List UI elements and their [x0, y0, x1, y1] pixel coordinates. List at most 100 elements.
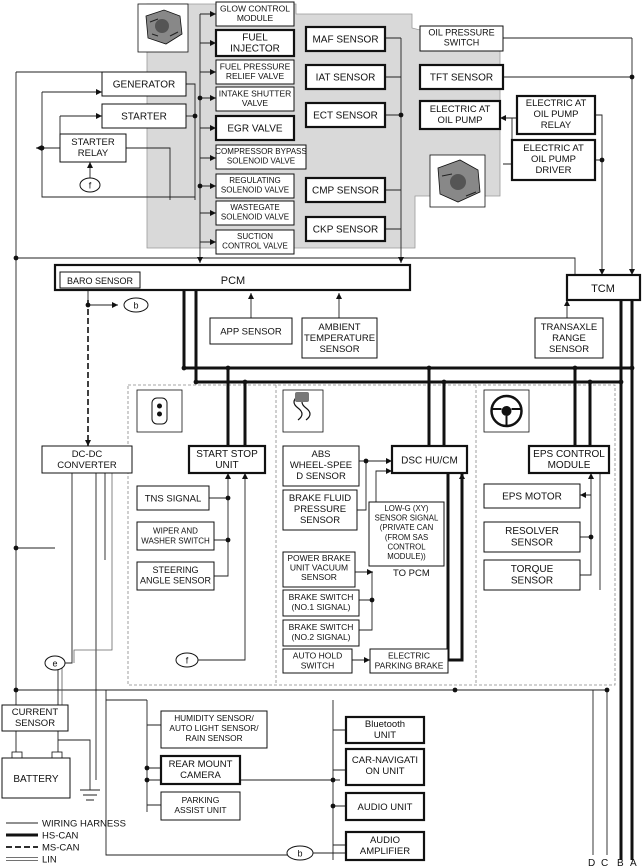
suction-control-valve-box — [215, 229, 295, 255]
maf-sensor-box — [304, 25, 387, 53]
abs-wheel-speed-sensor-box — [282, 445, 360, 487]
audio-unit-box — [344, 791, 426, 822]
svg-text:f: f — [186, 656, 189, 666]
tns-signal-label: TNS SIGNAL — [145, 494, 202, 505]
electric-at-oil-pump-box — [418, 99, 502, 131]
lin-bus — [61, 473, 113, 705]
ambient-temp-sensor-box — [301, 317, 378, 359]
eps-motor-box — [483, 483, 581, 509]
tcm-label: TCM — [591, 283, 615, 295]
fuel-injector-box — [214, 28, 296, 58]
electric-at-oil-pump-driver-box — [510, 138, 597, 182]
connector-e: e — [44, 655, 66, 671]
generator-label: GENERATOR — [113, 80, 175, 91]
legend-ms-can: MS-CAN — [42, 843, 80, 854]
arrowheads — [36, 11, 635, 663]
oil-pressure-switch-box — [419, 25, 504, 52]
to-pcm-label: TO PCM — [393, 568, 430, 579]
rear-mount-camera-box — [159, 754, 242, 786]
audio-amplifier-box — [344, 830, 426, 862]
tns-signal-box — [136, 485, 210, 511]
auto-hold-switch-box — [282, 648, 353, 674]
legend-wiring-harness: WIRING HARNESS — [42, 819, 126, 830]
dcdc-converter-box — [41, 445, 133, 474]
transmission-icon — [429, 154, 486, 208]
brake-switch-no2-label: BRAKE SWITCH(NO.2 SIGNAL) — [289, 622, 354, 642]
brake-fluid-pressure-sensor-box — [282, 489, 358, 531]
regulating-solenoid-valve-box — [215, 173, 295, 199]
iat-sensor-label: IAT SENSOR — [316, 73, 376, 84]
egr-valve-label: EGR VALVE — [227, 124, 283, 135]
wiper-washer-switch-box — [136, 521, 215, 551]
edge-label-c: C — [601, 858, 608, 868]
start-stop-unit-box — [187, 444, 267, 475]
maf-sensor-label: MAF SENSOR — [312, 35, 378, 46]
low-g-sensor-signal-label: LOW-G (XY)SENSOR SIGNAL(PRIVATE CAN(FROM… — [375, 504, 439, 561]
resolver-sensor-box — [483, 521, 581, 553]
bluetooth-unit-box — [344, 715, 426, 745]
svg-text:f: f — [89, 181, 92, 191]
low-g-sensor-signal-box — [368, 501, 445, 567]
electric-at-oil-pump-relay-box — [515, 94, 597, 136]
electric-parking-brake-box — [369, 648, 449, 674]
egr-valve-box — [214, 114, 296, 142]
edge-label-d: D — [588, 858, 595, 868]
app-sensor-box — [209, 317, 293, 345]
steering-angle-sensor-box — [136, 561, 215, 591]
ckp-sensor-label: CKP SENSOR — [313, 225, 378, 236]
baro-sensor-box — [59, 271, 141, 289]
tft-sensor-label: TFT SENSOR — [430, 73, 493, 84]
edge-label-b: B — [617, 858, 624, 868]
key-fob-icon — [136, 389, 183, 433]
cmp-sensor-box — [304, 176, 387, 204]
brake-switch-no1-box — [282, 589, 360, 617]
starter-relay-box — [59, 133, 127, 163]
dsc-hu-cm-box — [390, 444, 469, 475]
humidity-auto-light-rain-sensor-box — [160, 710, 268, 749]
starter-box — [101, 103, 187, 129]
ect-sensor-box — [304, 101, 387, 129]
parking-assist-unit-box — [160, 791, 241, 821]
generator-box — [101, 71, 187, 97]
eps-motor-label: EPS MOTOR — [502, 492, 562, 503]
torque-sensor-box — [483, 559, 581, 591]
legend-hs-can: HS-CAN — [42, 831, 79, 842]
connector-f-top: f — [79, 177, 101, 193]
iat-sensor-box — [304, 63, 387, 91]
legend-lin: LIN — [42, 855, 57, 866]
baro-sensor-label: BARO SENSOR — [67, 276, 134, 286]
glow-control-module-box — [215, 1, 295, 27]
steering-wheel-icon — [483, 389, 530, 433]
humidity-auto-light-rain-sensor-label: HUMIDITY SENSOR/AUTO LIGHT SENSOR/RAIN S… — [169, 713, 259, 743]
power-brake-vacuum-sensor-box — [282, 551, 356, 588]
svg-text:e: e — [52, 659, 57, 669]
module-group-boundaries — [127, 384, 616, 686]
connector-b-top: b — [123, 297, 149, 313]
ect-sensor-label: ECT SENSOR — [313, 111, 378, 122]
